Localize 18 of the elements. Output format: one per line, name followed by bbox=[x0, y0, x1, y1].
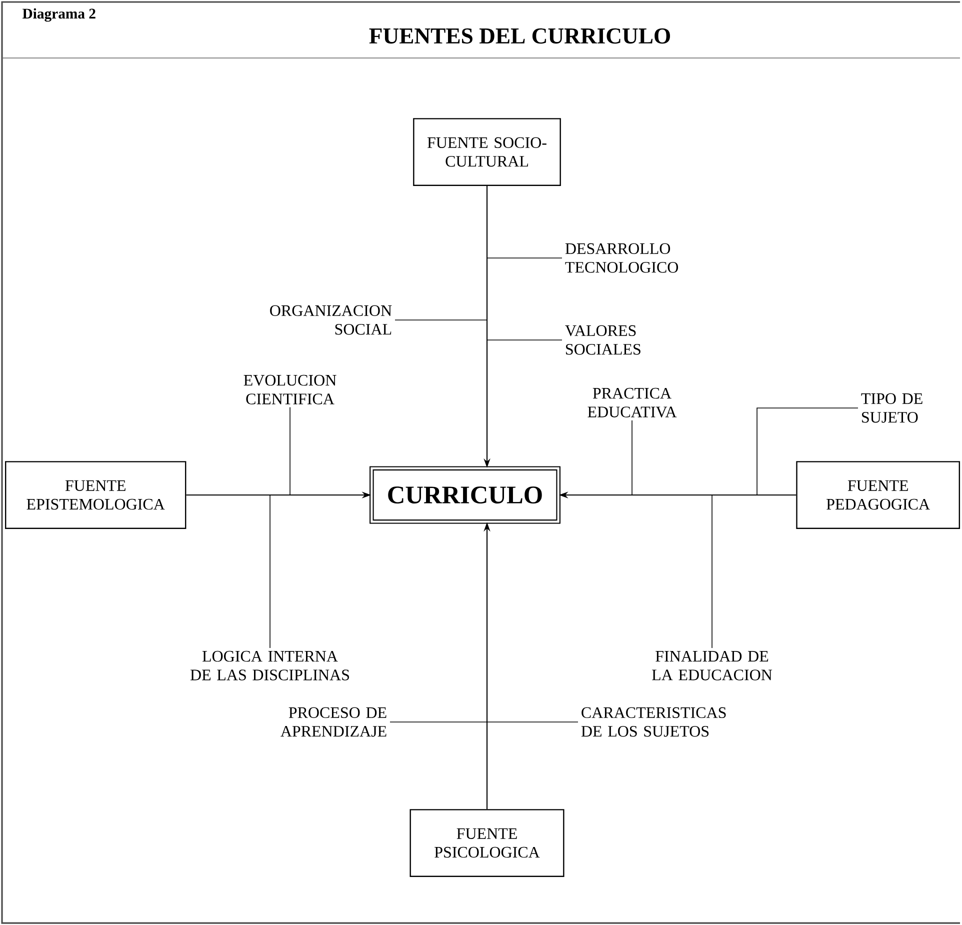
branch-label: PROCESO DE APRENDIZAJE bbox=[280, 707, 386, 737]
source-box: FUENTE PEDAGOGICA bbox=[796, 461, 960, 529]
branch-label: PRACTICA EDUCATIVA bbox=[588, 388, 677, 418]
diagram-number: Diagrama 2 bbox=[22, 8, 96, 22]
branch-label: CARACTERISTICAS DE LOS SUJETOS bbox=[581, 707, 726, 737]
branch-label: DESARROLLO TECNOLOGICO bbox=[565, 243, 678, 273]
source-box: FUENTE SOCIO-CULTURAL bbox=[413, 118, 561, 186]
branch-label: TIPO DE SUJETO bbox=[861, 393, 922, 423]
leader-line bbox=[756, 408, 858, 496]
branch-label: FINALIDAD DE LA EDUCACION bbox=[652, 650, 772, 680]
branch-label: EVOLUCION CIENTIFICA bbox=[244, 374, 336, 404]
branch-label: LOGICA INTERNA DE LAS DISCIPLINAS bbox=[190, 650, 349, 680]
source-box: FUENTE PSICOLOGICA bbox=[410, 809, 564, 877]
branch-label: VALORES SOCIALES bbox=[565, 325, 640, 355]
branch-label: ORGANIZACION SOCIAL bbox=[270, 305, 392, 335]
title: FUENTES DEL CURRICULO bbox=[369, 28, 670, 44]
curriculum-box: CURRICULO bbox=[370, 466, 560, 524]
source-box: FUENTE EPISTEMOLOGICA bbox=[5, 461, 186, 529]
